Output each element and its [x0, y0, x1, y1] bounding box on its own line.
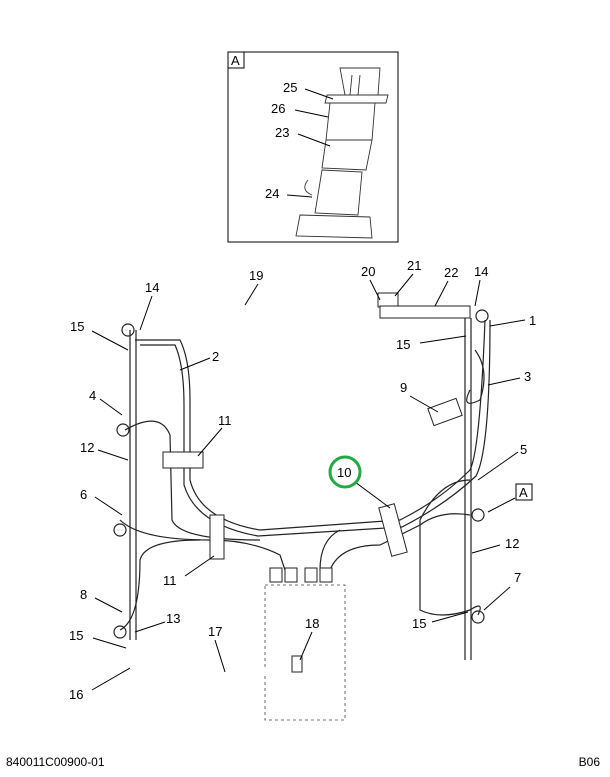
leader-lines: [91, 273, 526, 691]
detail-inset-a: A 25 26 23 24: [227, 51, 399, 243]
callout: 12: [505, 536, 519, 551]
callout: 15: [69, 628, 83, 643]
callout: 20: [361, 264, 375, 279]
page-code: B06: [578, 755, 600, 769]
callout-view-a: A: [519, 485, 528, 500]
callout: 11: [163, 573, 177, 588]
callout: 15: [396, 337, 410, 352]
callout-26: 26: [271, 101, 285, 116]
callout: 9: [400, 380, 407, 395]
callout: 22: [444, 265, 458, 280]
callout: 14: [474, 264, 488, 279]
drawing-number: 840011C00900-01: [6, 755, 105, 769]
callouts: 14 19 20 21 22 14 1 15 15 2 3 4 9 11 12 …: [69, 258, 536, 702]
callout: 1: [529, 313, 536, 328]
callout: 16: [69, 687, 83, 702]
view-a-box: [515, 483, 533, 501]
callout: 12: [80, 440, 94, 455]
callout-24: 24: [265, 186, 279, 201]
callout: 21: [407, 258, 421, 273]
callout: 15: [70, 319, 84, 334]
callout: 4: [89, 388, 96, 403]
callout: 6: [80, 487, 87, 502]
callout: 17: [208, 624, 222, 639]
callout: 2: [212, 349, 219, 364]
callout: 11: [218, 413, 232, 428]
callout-23: 23: [275, 125, 289, 140]
callout: 15: [412, 616, 426, 631]
callout: 7: [514, 570, 521, 585]
highlight-circle: [328, 455, 362, 489]
callout-highlighted: 10: [337, 465, 351, 480]
callout-25: 25: [283, 80, 297, 95]
callout: 18: [305, 616, 319, 631]
fuel-line-assembly: [113, 292, 491, 721]
inset-label: A: [231, 53, 240, 68]
callout: 19: [249, 268, 263, 283]
callout: 14: [145, 280, 159, 295]
callout: 13: [166, 611, 180, 626]
callout: 5: [520, 442, 527, 457]
callout: 8: [80, 587, 87, 602]
callout: 3: [524, 369, 531, 384]
injector-fitting-drawing: [295, 67, 389, 239]
